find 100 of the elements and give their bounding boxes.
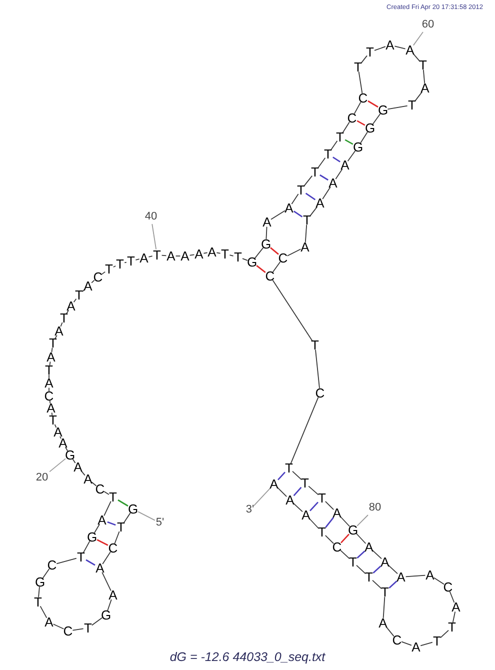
base-pair-line [309,502,319,512]
backbone-line [72,628,84,631]
base-pair-line [356,120,366,126]
base-letter: A [74,460,82,474]
base-pair-line [256,265,266,273]
base-letter: T [354,60,362,74]
backbone-line [356,533,366,544]
base-letter: A [364,540,374,554]
backbone-line [386,626,394,637]
base-letter: C [443,580,453,594]
backbone-line [382,596,386,619]
base-letter: G [378,104,388,116]
base-letter: A [300,240,310,254]
base-letter: T [60,312,68,324]
backbone-line [102,572,112,592]
base-letter: T [77,550,85,564]
base-letter: T [234,250,242,264]
backbone-line [40,606,48,618]
leader-line [49,458,66,472]
base-letter: C [63,624,73,638]
leader-line [412,32,424,46]
backbone-line [340,550,350,560]
base-letter: C [95,482,105,496]
backbone-line [64,446,68,452]
base-letter: A [108,588,118,602]
base-letter: T [84,622,92,634]
backbone-line [254,247,264,259]
base-pair-line [320,174,328,181]
backbone-line [94,524,100,534]
backbone-line [356,564,366,574]
base-letter: G [364,122,376,134]
backbone-line [66,310,70,314]
backbone-line [104,491,110,495]
base-letter: T [336,130,344,144]
base-letter: T [127,254,135,268]
backbone-line [272,261,281,273]
position-number: 80 [368,502,382,514]
backbone-line [48,374,50,379]
backbone-line [107,599,112,611]
backbone-line [304,224,308,243]
base-letter: A [44,376,54,390]
base-pair-line [340,534,350,544]
base-pair-line [86,559,96,566]
base-letter: G [348,524,358,536]
backbone-line [372,550,382,560]
strand-end-label: 3' [246,504,254,516]
base-letter: A [452,600,460,614]
base-letter: T [365,570,373,584]
backbone-line [405,574,426,578]
base-letter: A [44,616,54,628]
base-letter: T [349,556,357,568]
base-letter: T [311,338,319,352]
backbone-line [270,210,286,220]
backbone-line [358,71,363,94]
backbone-line [42,568,50,579]
base-letter: A [406,44,414,56]
base-letter: A [98,514,106,526]
base-letter: T [116,258,124,270]
base-letter: A [166,250,176,262]
backbone-line [330,140,338,151]
backbone-line [322,186,331,200]
base-letter: A [284,202,294,214]
backbone-line [452,611,456,623]
base-letter: G [86,530,98,544]
base-letter: T [433,634,441,648]
base-letter: A [84,472,92,486]
base-pair-line [372,565,382,574]
backbone-line [82,288,86,292]
backbone-line [303,175,313,187]
base-pair-line [332,156,340,162]
base-letter: A [180,250,190,262]
base-letter: T [34,596,42,608]
leader-line [152,224,157,250]
base-letter: T [301,476,309,490]
base-letter: G [34,576,46,588]
backbone-line [401,641,412,646]
backbone-line [49,400,51,404]
backbone-line [342,122,350,134]
backbone-line [276,486,288,498]
leader-line [253,488,271,506]
base-letter: T [297,184,305,196]
base-letter: A [54,324,64,338]
leader-line [356,514,368,526]
base-letter: T [303,214,311,226]
base-letter: T [318,492,326,504]
backbone-line [80,470,86,476]
backbone-line [102,552,111,564]
backbone-line [91,617,103,626]
base-letter: T [408,98,416,112]
base-pair-line [293,210,303,218]
backbone-line [354,102,362,114]
backbone-line [292,470,302,480]
backbone-line [291,194,299,204]
base-letter: T [153,248,161,262]
base-letter: T [45,364,53,376]
backbone-line [148,256,153,258]
base-letter: T [324,148,332,160]
base-letter: C [358,92,368,104]
backbone-line [54,424,57,428]
backbone-line [54,334,58,340]
